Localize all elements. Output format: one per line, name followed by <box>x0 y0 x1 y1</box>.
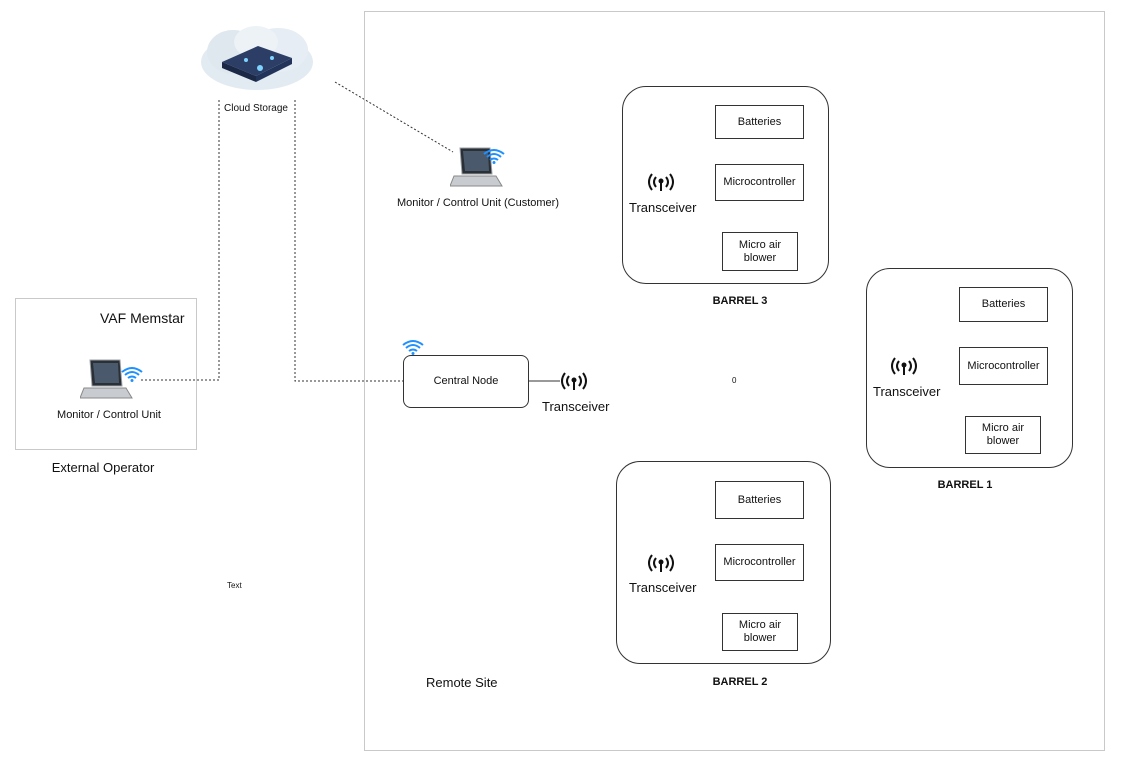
antenna-icon <box>561 372 587 390</box>
b2-antenna-icon <box>648 554 674 572</box>
central-wifi-icon <box>402 340 424 355</box>
customer-laptop-icon[interactable] <box>450 146 504 190</box>
wifi-icon <box>121 367 143 382</box>
b2-blower-label: Micro air blower <box>738 619 782 644</box>
laptop-icon[interactable] <box>80 358 134 402</box>
cloud-label: Cloud Storage <box>224 103 288 114</box>
b1-blower-label: Micro air blower <box>981 422 1025 447</box>
customer-wifi-icon <box>483 149 505 164</box>
b1-transceiver-label: Transceiver <box>873 384 941 399</box>
b1-batteries-label: Batteries <box>981 298 1026 310</box>
central-node-box[interactable]: Central Node <box>403 355 529 408</box>
b1-mcu-box: Microcontroller <box>959 347 1048 385</box>
b1-antenna-icon <box>891 357 917 375</box>
b3-batteries-box: Batteries <box>715 105 804 139</box>
b2-blower-box: Micro air blower <box>722 613 798 651</box>
b2-batteries-label: Batteries <box>737 493 782 506</box>
b3-blower-box: Micro air blower <box>722 232 798 271</box>
b3-antenna-icon <box>648 173 674 191</box>
stray-text-label: Text <box>227 581 242 590</box>
customer-unit-label: Monitor / Control Unit (Customer) <box>397 197 559 209</box>
external-unit-label: Monitor / Control Unit <box>57 409 161 421</box>
stray-zero-label: 0 <box>732 376 737 385</box>
cloud-server-icon <box>201 26 313 90</box>
external-operator-frame <box>15 298 197 450</box>
remote-site-frame <box>364 11 1105 751</box>
b2-mcu-box: Microcontroller <box>715 544 804 581</box>
b3-mcu-label: Microcontroller <box>723 176 796 188</box>
b1-blower-box: Micro air blower <box>965 416 1041 454</box>
b3-blower-label: Micro air blower <box>738 238 782 264</box>
b1-batteries-box: Batteries <box>959 287 1048 322</box>
central-node-label: Central Node <box>433 375 499 387</box>
b3-mcu-box: Microcontroller <box>715 164 804 201</box>
b3-batteries-label: Batteries <box>737 115 782 128</box>
remote-site-label: Remote Site <box>426 675 498 690</box>
b3-name-label: BARREL 3 <box>712 295 768 307</box>
b1-name-label: BARREL 1 <box>937 479 993 491</box>
b2-transceiver-label: Transceiver <box>629 580 697 595</box>
link-cloud-external <box>141 100 220 381</box>
central-transceiver-label: Transceiver <box>542 399 610 414</box>
external-operator-caption: External Operator <box>51 460 155 475</box>
b1-mcu-label: Microcontroller <box>967 359 1040 372</box>
b3-transceiver-label: Transceiver <box>629 200 697 215</box>
external-company-label: VAF Memstar <box>100 310 185 326</box>
link-cloud-customer <box>334 81 454 153</box>
b2-name-label: BARREL 2 <box>712 676 768 688</box>
link-cloud-central <box>294 100 403 382</box>
b2-batteries-box: Batteries <box>715 481 804 519</box>
b2-mcu-label: Microcontroller <box>723 556 796 568</box>
